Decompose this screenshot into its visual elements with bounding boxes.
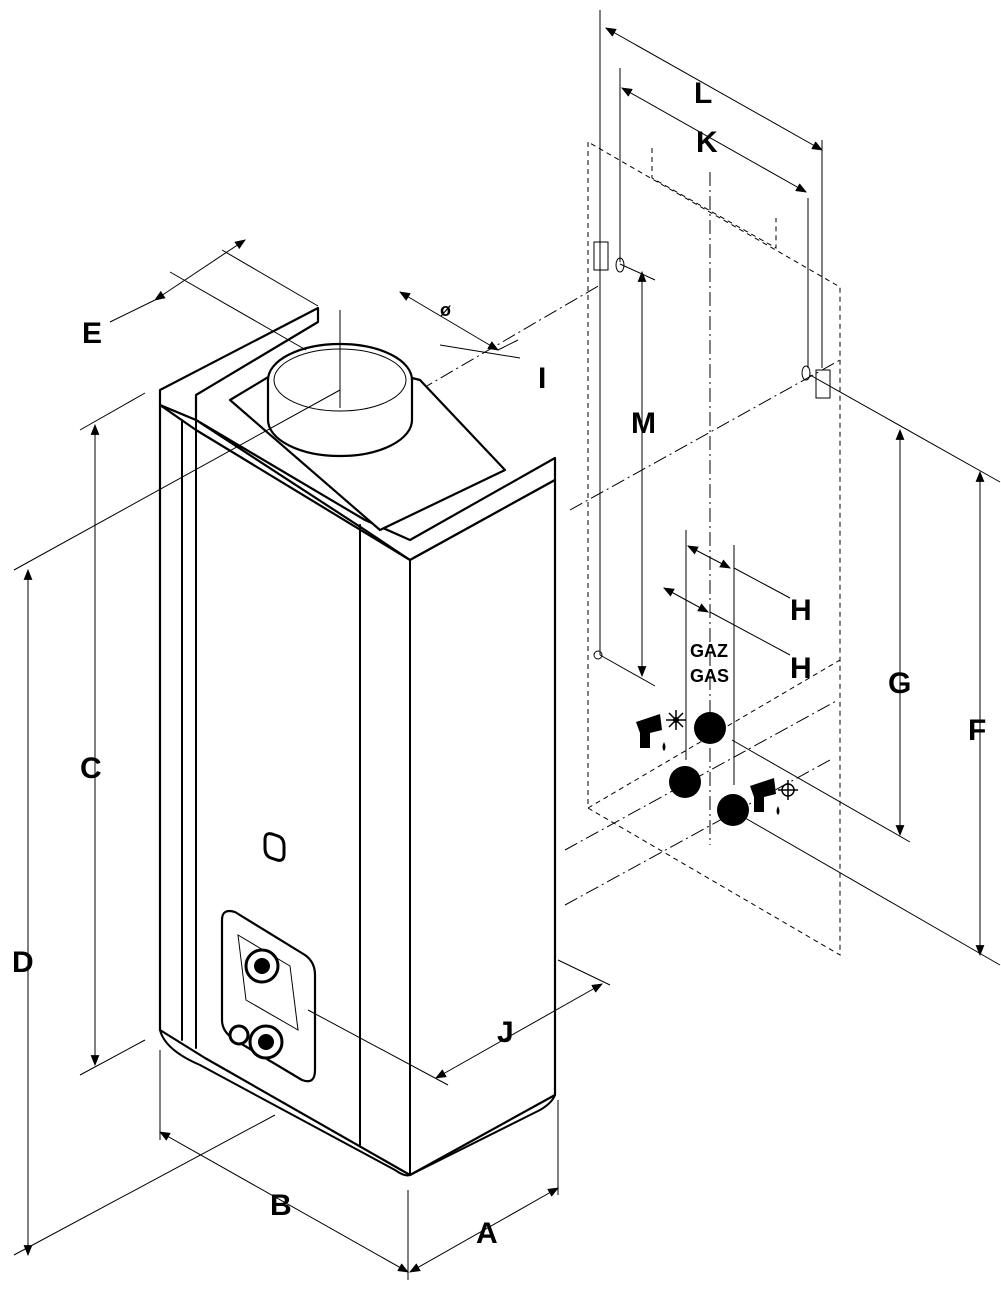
dimension-E: E [82,239,319,351]
label-H-upper: H [790,594,812,627]
label-D: D [12,946,34,979]
cold-water-connection [717,794,749,826]
label-diameter: ø [440,300,451,320]
label-A: A [476,1217,498,1250]
dimension-B: B [159,1050,409,1280]
dimension-A: A [409,1100,559,1273]
hot-water-connection [669,766,701,798]
dimension-H-lower: H [663,587,812,685]
gas-label-en: GAS [690,666,729,686]
label-L: L [694,77,712,110]
dimension-G: G [731,374,1001,843]
hot-water-tap-icon [636,710,686,751]
gas-label-fr: GAZ [690,641,728,661]
gas-connection [694,712,726,744]
label-I: I [538,362,546,395]
dimension-C: C [79,392,146,1076]
cold-water-tap-icon [750,778,798,815]
label-C: C [80,752,102,785]
label-F: F [968,714,986,747]
control-knob-icon[interactable] [244,948,280,984]
piezo-button-icon[interactable] [228,1024,250,1046]
label-G: G [888,667,911,700]
dimension-J: J [307,959,611,1086]
power-knob-icon[interactable] [248,1024,284,1060]
dimension-I: I [439,344,546,395]
label-K: K [696,126,718,159]
dimension-diameter: ø [339,291,519,408]
indicator-light-icon [263,832,286,862]
dimension-H-upper: H [685,530,812,785]
label-B: B [270,1189,292,1222]
label-E: E [82,317,102,350]
water-heater-body [158,306,557,1177]
label-M: M [631,407,656,440]
dimension-K: K [621,87,807,193]
dimension-F: F [739,470,1001,966]
dimension-M: M [599,263,656,687]
label-J: J [497,1016,514,1049]
label-H-lower: H [790,652,812,685]
